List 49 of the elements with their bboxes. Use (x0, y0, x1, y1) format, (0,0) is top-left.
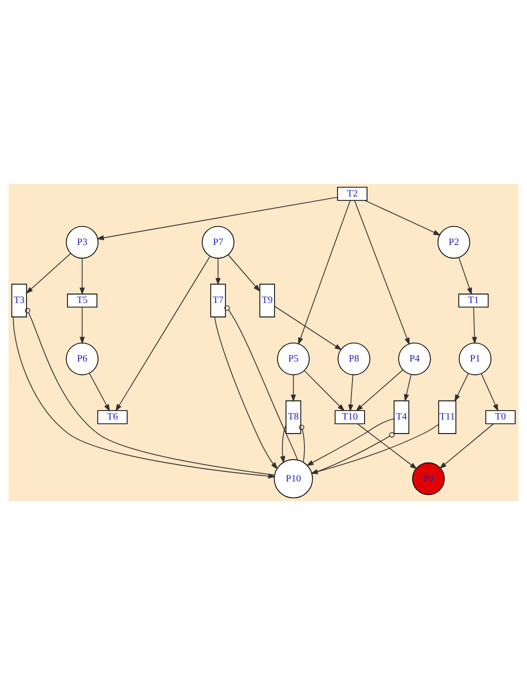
node-box: T9 (259, 283, 275, 317)
node-box: T8 (286, 400, 302, 434)
node-box: T0 (485, 410, 516, 424)
arrow (458, 256, 472, 295)
arrow (228, 254, 260, 292)
node-circle: P7 (202, 225, 234, 258)
node-box: T7 (210, 283, 226, 317)
arrow (404, 373, 412, 402)
arrow (88, 372, 110, 412)
connector (298, 424, 305, 462)
arrow (80, 257, 85, 295)
arrow (356, 422, 418, 469)
node-box: T4 (394, 400, 410, 434)
node-circle: P1 (458, 342, 492, 375)
node-circle: P4 (398, 342, 431, 375)
arrow (439, 422, 494, 468)
arrow (80, 306, 85, 344)
arrow (306, 418, 394, 466)
arrow (280, 424, 286, 464)
arrow (214, 316, 278, 469)
arrow (304, 370, 345, 411)
node-circle: P5 (277, 342, 310, 375)
node-circle: P0 (412, 462, 445, 495)
arrow (454, 372, 469, 402)
node-circle: P8 (338, 342, 370, 375)
arrow (298, 200, 351, 344)
node-circle: P2 (438, 225, 470, 258)
arrow (356, 368, 404, 411)
node-circle: P3 (66, 225, 98, 258)
arrow (290, 374, 296, 402)
connector (224, 304, 298, 460)
arrow (472, 306, 478, 344)
arrow (96, 196, 338, 240)
node-box: T10 (334, 410, 365, 424)
arrow (480, 372, 498, 412)
node-box: T5 (67, 293, 98, 308)
arrow (26, 252, 72, 294)
node-box: T3 (11, 283, 27, 317)
node-box: T11 (438, 400, 456, 434)
arrow (115, 255, 211, 412)
arrow (348, 374, 354, 412)
node-box: T2 (337, 186, 368, 200)
arrow (354, 200, 410, 345)
node-circle: P6 (66, 342, 98, 375)
arrow (364, 199, 441, 235)
node-box: T1 (458, 293, 489, 308)
node-box: T6 (97, 410, 128, 424)
arrow (215, 257, 221, 285)
arrow (274, 305, 342, 350)
